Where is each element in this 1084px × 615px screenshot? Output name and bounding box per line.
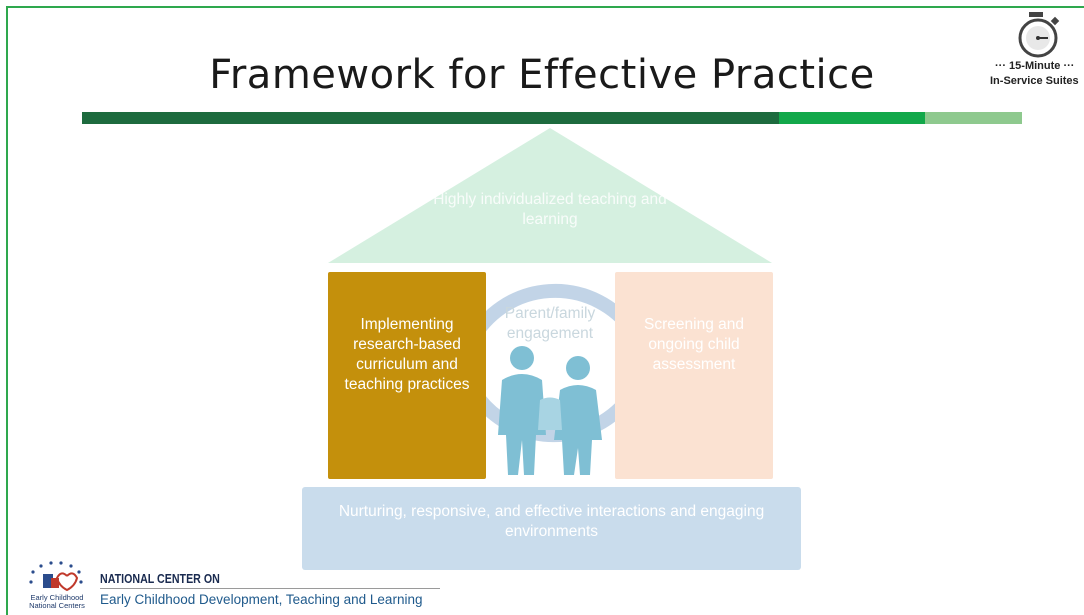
center-label: Parent/family engagement (504, 305, 596, 342)
slide-frame (6, 6, 1084, 615)
suite-title-line2: In-Service Suites (990, 75, 1079, 87)
right-pillar-label: Screening and ongoing child assessment (644, 316, 744, 373)
national-center-label: NATIONAL CENTER ON (100, 571, 220, 586)
suite-title-line1: ··· 15-Minute ··· (995, 60, 1075, 72)
stopwatch-icon (1018, 12, 1060, 58)
foundation-label: Nurturing, responsive, and effective int… (338, 503, 765, 540)
title-rule-light (925, 112, 1022, 124)
ecnc-logo-icon (29, 561, 83, 592)
roof-label: Highly individualized teaching and learn… (433, 191, 667, 228)
cycle-arrow-top (465, 283, 638, 344)
suite-badge: ··· 15-Minute ··· In-Service Suites (986, 10, 1084, 90)
house-roof (328, 128, 772, 263)
ecnc-logo-text: Early Childhood National Centers (29, 593, 85, 610)
title-rule-dark (82, 112, 779, 124)
slide-title: Framework for Effective Practice (209, 52, 875, 98)
house-foundation (302, 487, 801, 570)
left-pillar-label: Implementing research-based curriculum a… (344, 316, 470, 393)
national-center-name: Early Childhood Development, Teaching an… (100, 592, 423, 607)
left-pillar (328, 272, 486, 479)
national-center-divider (100, 588, 440, 589)
family-figures-icon (498, 346, 602, 475)
right-pillar (615, 272, 773, 479)
title-rule-mid (779, 112, 925, 124)
